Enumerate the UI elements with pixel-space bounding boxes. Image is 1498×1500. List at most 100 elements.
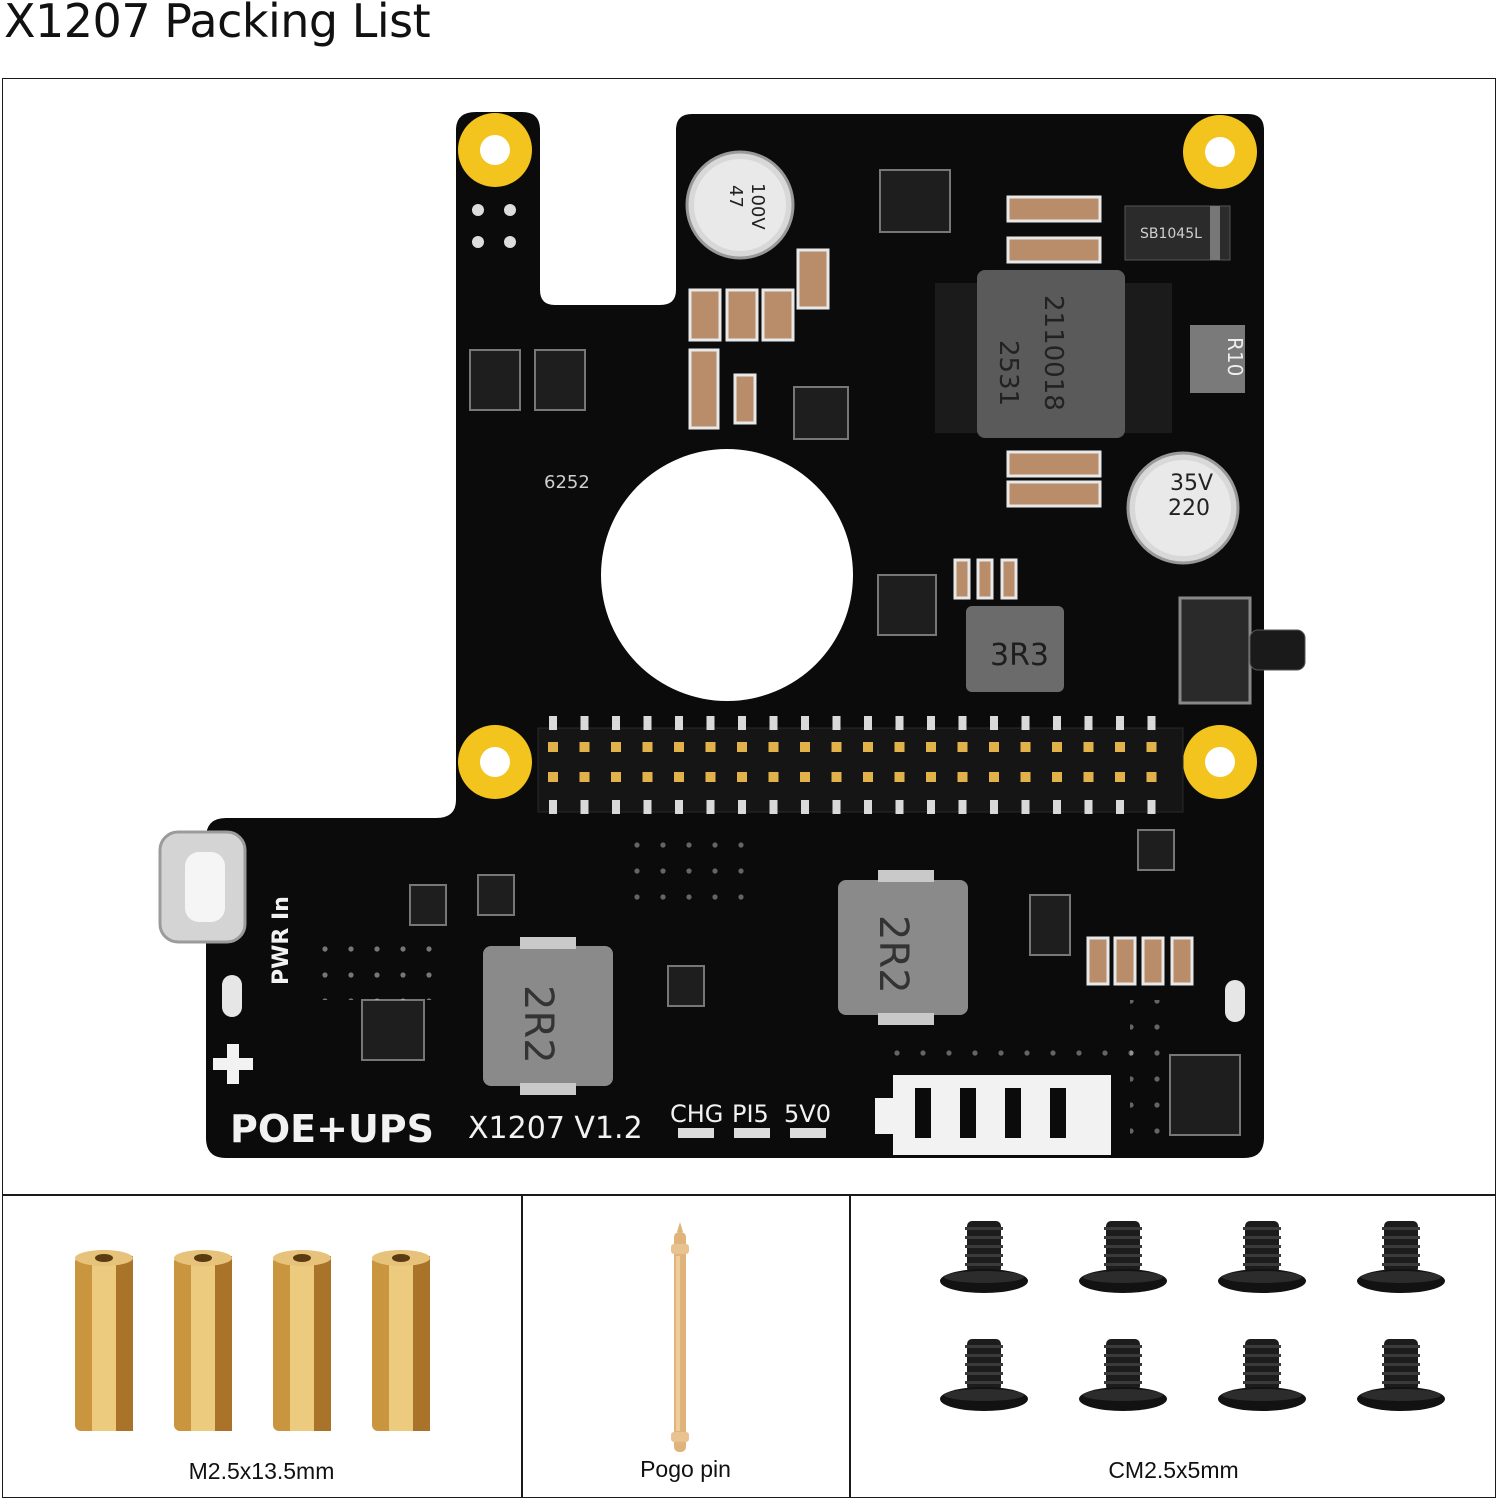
- header-pin: [926, 772, 936, 782]
- header-pin: [1052, 742, 1062, 752]
- header-pin: [705, 742, 716, 752]
- screw-icon: [1218, 1339, 1306, 1411]
- resistor-mark: R10: [1223, 337, 1247, 376]
- header-pin: [863, 742, 873, 752]
- inductor-right-label: 2R2: [870, 915, 916, 994]
- schottky-diode: SB1045L: [1124, 205, 1231, 261]
- screw-caption: CM2.5x5mm: [1108, 1457, 1239, 1483]
- cap-small-voltage: 100V: [747, 183, 768, 230]
- ic-chips: [361, 169, 1241, 1136]
- header-pin: [894, 742, 905, 752]
- header-pin: [548, 772, 558, 782]
- pogo-pin-image: [671, 1222, 689, 1452]
- cap-small-value: 47: [725, 185, 746, 208]
- packing-frame: [2, 78, 1496, 1498]
- cap-large-value: 220: [1168, 496, 1210, 521]
- header-pin: [1020, 742, 1031, 752]
- header-pin: [1083, 772, 1094, 782]
- header-pin: [768, 742, 779, 752]
- screws-image: [940, 1221, 1445, 1411]
- header-pin: [611, 772, 621, 782]
- power-resistor: R10: [1190, 325, 1247, 393]
- transformer-mark-1: 2110018: [1038, 295, 1068, 411]
- inductor-3r3: 3R3: [966, 606, 1064, 692]
- header-pin: [894, 772, 905, 782]
- standoffs-image: [75, 1250, 430, 1431]
- header-pin: [579, 742, 590, 752]
- cell-divider-2: [849, 1194, 851, 1498]
- usb-c-port: [158, 830, 247, 944]
- pogo-pin-icon: [671, 1222, 689, 1452]
- battery-connector: [875, 1075, 1111, 1155]
- inductor-left-label: 2R2: [515, 985, 561, 1064]
- header-pin: [674, 742, 684, 752]
- page-title: X1207 Packing List: [4, 0, 431, 48]
- brass-standoff-icon: [273, 1250, 331, 1431]
- header-pin: [1052, 772, 1062, 782]
- led-label-pi5: PI5: [732, 1100, 769, 1128]
- header-pin: [863, 772, 873, 782]
- board-model-label: X1207 V1.2: [468, 1111, 643, 1146]
- mounting-holes: [458, 113, 1257, 799]
- header-pin: [579, 772, 590, 782]
- header-pin: [548, 742, 558, 752]
- smd-capacitors: [688, 195, 1194, 986]
- capacitor-small: 100V 47: [685, 150, 795, 260]
- header-pin: [831, 772, 842, 782]
- led-label-5v0: 5V0: [784, 1100, 831, 1128]
- led-label-chg: CHG: [670, 1100, 723, 1128]
- diode-mark: SB1045L: [1140, 226, 1202, 242]
- header-pin: [642, 742, 653, 752]
- header-pin: [705, 772, 716, 782]
- header-pin: [957, 742, 968, 752]
- header-pin: [800, 742, 810, 752]
- header-pin: [1020, 772, 1031, 782]
- brass-standoff-icon: [75, 1250, 133, 1431]
- header-pin: [1146, 772, 1157, 782]
- screw-icon: [940, 1221, 1028, 1293]
- header-pin: [611, 742, 621, 752]
- inductor-2r2-left: 2R2: [483, 937, 613, 1095]
- header-pin: [989, 742, 999, 752]
- header-pin: [1115, 772, 1125, 782]
- capacitor-large: 35V 220: [1126, 451, 1240, 565]
- header-pin: [1083, 742, 1094, 752]
- cap-large-voltage: 35V: [1170, 471, 1213, 496]
- header-pin: [957, 772, 968, 782]
- header-pin: [674, 772, 684, 782]
- standoff-caption: M2.5x13.5mm: [188, 1458, 335, 1484]
- header-pin: [926, 742, 936, 752]
- header-pin: [831, 742, 842, 752]
- transformer-mark-2: 2531: [993, 340, 1023, 406]
- header-pin: [737, 772, 747, 782]
- port-label: PWR In: [269, 896, 294, 985]
- header-pin: [989, 772, 999, 782]
- header-pin: [768, 772, 779, 782]
- brass-standoff-icon: [174, 1250, 232, 1431]
- silk-code: 6252: [544, 472, 590, 493]
- header-pin: [1146, 742, 1157, 752]
- frame-divider: [2, 1194, 1496, 1196]
- board-brand-label: POE+UPS: [230, 1107, 434, 1151]
- pogo-pin-caption: Pogo pin: [640, 1456, 731, 1482]
- header-pin: [737, 742, 747, 752]
- gpio-header: [537, 727, 1184, 813]
- inductor-2r2-right: 2R2: [838, 870, 968, 1025]
- header-pin: [642, 772, 653, 782]
- header-pin: [800, 772, 810, 782]
- screw-icon: [1218, 1221, 1306, 1293]
- cell-divider-1: [521, 1194, 523, 1498]
- screw-icon: [1357, 1339, 1445, 1411]
- screw-icon: [1079, 1221, 1167, 1293]
- plus-icon: [213, 1044, 253, 1084]
- power-switch: [1178, 596, 1306, 705]
- screw-icon: [1357, 1221, 1445, 1293]
- screw-icon: [1079, 1339, 1167, 1411]
- transformer: 2110018 2531: [935, 270, 1172, 438]
- inductor-3r3-label: 3R3: [990, 638, 1049, 673]
- screw-icon: [940, 1339, 1028, 1411]
- header-pin: [1115, 742, 1125, 752]
- brass-standoff-icon: [372, 1250, 430, 1431]
- board-hole: [601, 449, 853, 701]
